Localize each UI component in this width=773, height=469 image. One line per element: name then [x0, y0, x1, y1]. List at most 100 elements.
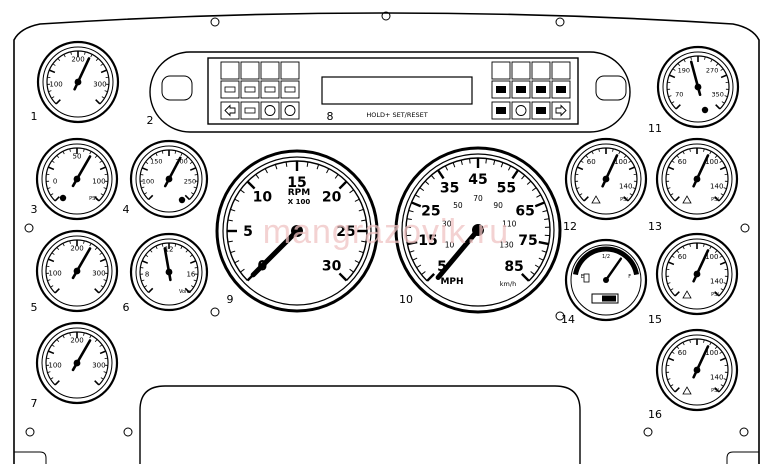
gauge-tick-label: 140 — [710, 183, 723, 191]
gauge-hub — [74, 268, 81, 275]
gauge-tick-label: 60 — [678, 158, 687, 166]
gauge-tick-label: 30 — [322, 259, 342, 275]
warning-lamp — [281, 81, 299, 98]
callout-13: 13 — [648, 220, 662, 233]
callout-5: 5 — [31, 301, 38, 314]
warning-lamp — [512, 62, 530, 79]
lower-left-notch — [14, 452, 46, 464]
gauge-tick-label: 270 — [706, 67, 718, 75]
gauge-indicator-dot — [179, 197, 185, 203]
gauge-g14: E1/2F — [566, 240, 646, 320]
callout-7: 7 — [31, 397, 38, 410]
gauge-tick — [486, 158, 487, 163]
gauge-hub — [694, 271, 701, 278]
gauge-indicator-dot — [702, 107, 708, 113]
gauge-tick-label: 8 — [145, 270, 149, 278]
lamp-symbol-icon — [536, 86, 546, 93]
gauge-hub — [695, 84, 702, 91]
gauge-tick-label: 350 — [712, 91, 724, 99]
kmh-unit-label: km/h — [500, 280, 516, 288]
gauge-tick-label: 300 — [92, 269, 105, 277]
callout-14: 14 — [561, 313, 575, 326]
hold-set-reset-label: HOLD+ SET/RESET — [366, 111, 427, 119]
warning-lamp — [261, 81, 279, 98]
gauge-tick-label: 0 — [53, 177, 57, 185]
kmh-tick-label: 90 — [493, 201, 503, 210]
callout-6: 6 — [123, 301, 130, 314]
kmh-tick-label: 70 — [473, 194, 483, 203]
gauge-hub — [166, 176, 173, 183]
gauge-tick-label: 60 — [678, 349, 687, 357]
callout-16: 16 — [648, 408, 662, 421]
gauge-tick-label: 10 — [253, 189, 273, 205]
gauge-tick-label: 140 — [619, 183, 632, 191]
rpm-unit-label: RPM — [288, 188, 311, 198]
callout-3: 3 — [31, 203, 38, 216]
gauge-tick-label: 100 — [142, 177, 154, 185]
gauge-tick-label: 250 — [184, 177, 196, 185]
gauge-tick-label: 200 — [71, 56, 84, 64]
gauge-tick-label: 190 — [678, 67, 690, 75]
def-level-fill — [602, 296, 616, 302]
warning-lamp — [261, 102, 279, 119]
lamp-symbol-icon — [556, 86, 566, 93]
warning-lamp — [281, 62, 299, 79]
lamp-symbol-icon — [496, 107, 506, 114]
gauge-unit-label: Volts — [179, 289, 191, 295]
gauge-unit-label: PSI — [620, 197, 628, 203]
callout-11: 11 — [648, 122, 662, 135]
steering-column-cutout — [140, 386, 580, 464]
gauge-indicator-dot — [60, 195, 66, 201]
gauge-tick-label: 200 — [70, 245, 83, 253]
gauge-tick-label: 300 — [93, 80, 106, 88]
gauge-hub — [694, 367, 701, 374]
mph-unit-label: MPH — [440, 277, 463, 287]
gauge-tick-label: 60 — [678, 253, 687, 261]
callout-15: 15 — [648, 313, 662, 326]
gauge-tick-label: 100 — [92, 177, 105, 185]
lamp-symbol-icon — [536, 107, 546, 114]
gauge-tick-label: 200 — [70, 337, 83, 345]
gauge-tick-label: 140 — [710, 278, 723, 286]
gauge-tick-label: 150 — [150, 157, 162, 165]
warning-lamp — [221, 102, 239, 119]
warning-lamp — [281, 102, 299, 119]
callout-8: 8 — [327, 110, 334, 123]
gauge-unit-label: PSI — [711, 197, 719, 203]
gauge-hub — [74, 176, 81, 183]
callout-9: 9 — [227, 293, 234, 306]
gauge-tick-label: 5 — [243, 224, 253, 240]
warning-lamp — [241, 102, 259, 119]
warning-lamp — [241, 81, 259, 98]
callout-12: 12 — [563, 220, 577, 233]
gauge-tick-label: 140 — [710, 374, 723, 382]
warning-lamp — [512, 102, 530, 119]
gauge-tick-label: 300 — [92, 361, 105, 369]
gauge-hub — [166, 269, 173, 276]
gauge-tick-label: 100 — [48, 269, 61, 277]
callout-1: 1 — [31, 110, 38, 123]
warning-lamp — [532, 62, 550, 79]
gauge-tick-label: 55 — [497, 181, 516, 197]
gauge-hub — [603, 176, 610, 183]
gauge-tick-label: 1/2 — [602, 254, 610, 260]
gauge-tick-label: 65 — [515, 203, 534, 219]
gauge-unit-label: PSI — [711, 388, 719, 394]
rpm-multiplier-label: X 100 — [288, 198, 311, 206]
warning-lamp — [492, 62, 510, 79]
gauge-tick-label: 35 — [440, 181, 459, 197]
warning-lamp — [221, 81, 239, 98]
warning-lamp — [261, 62, 279, 79]
gauge-unit-label: PSI — [89, 196, 97, 202]
gauge-hub — [694, 176, 701, 183]
warning-lamp — [552, 102, 570, 119]
